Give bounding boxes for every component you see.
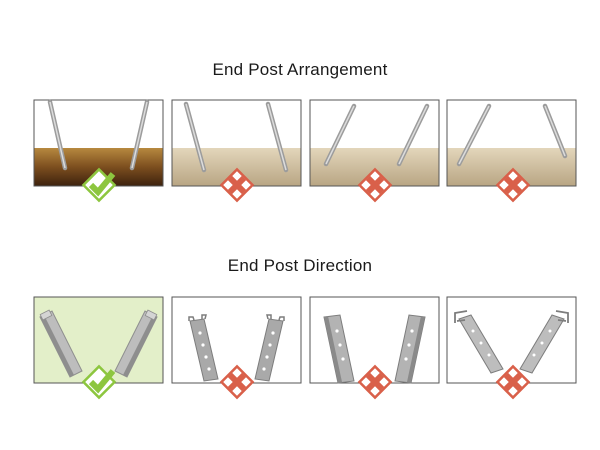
- arrangement-panel-1: [33, 99, 164, 187]
- arrangement-panel-4: [446, 99, 577, 187]
- section-title-direction: End Post Direction: [227, 256, 373, 275]
- cross-icon: [494, 166, 534, 206]
- section-title-arrangement: End Post Arrangement: [212, 60, 388, 79]
- check-icon: [80, 363, 120, 403]
- direction-panel-2: [171, 296, 302, 384]
- direction-panel-3: [309, 296, 440, 384]
- cross-icon: [218, 166, 258, 206]
- check-icon: [80, 166, 120, 206]
- direction-panel-4: [446, 296, 577, 384]
- cross-icon: [218, 363, 258, 403]
- cross-icon: [494, 363, 534, 403]
- cross-icon: [356, 363, 396, 403]
- cross-icon: [356, 166, 396, 206]
